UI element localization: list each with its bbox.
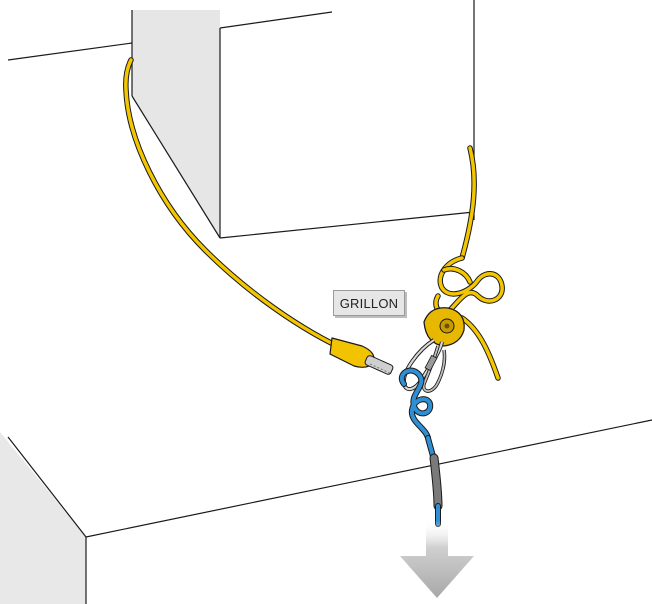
figure-eight-knot bbox=[436, 258, 502, 313]
pillar-block bbox=[132, 10, 474, 238]
blue-rope bbox=[402, 371, 438, 524]
arrow-down-icon bbox=[400, 520, 474, 598]
carabiners bbox=[404, 340, 445, 391]
grillon-label: GRILLON bbox=[333, 290, 405, 316]
lanyard-termination bbox=[330, 338, 394, 375]
upper-ledge bbox=[8, 0, 474, 220]
lower-ledge bbox=[0, 420, 652, 604]
